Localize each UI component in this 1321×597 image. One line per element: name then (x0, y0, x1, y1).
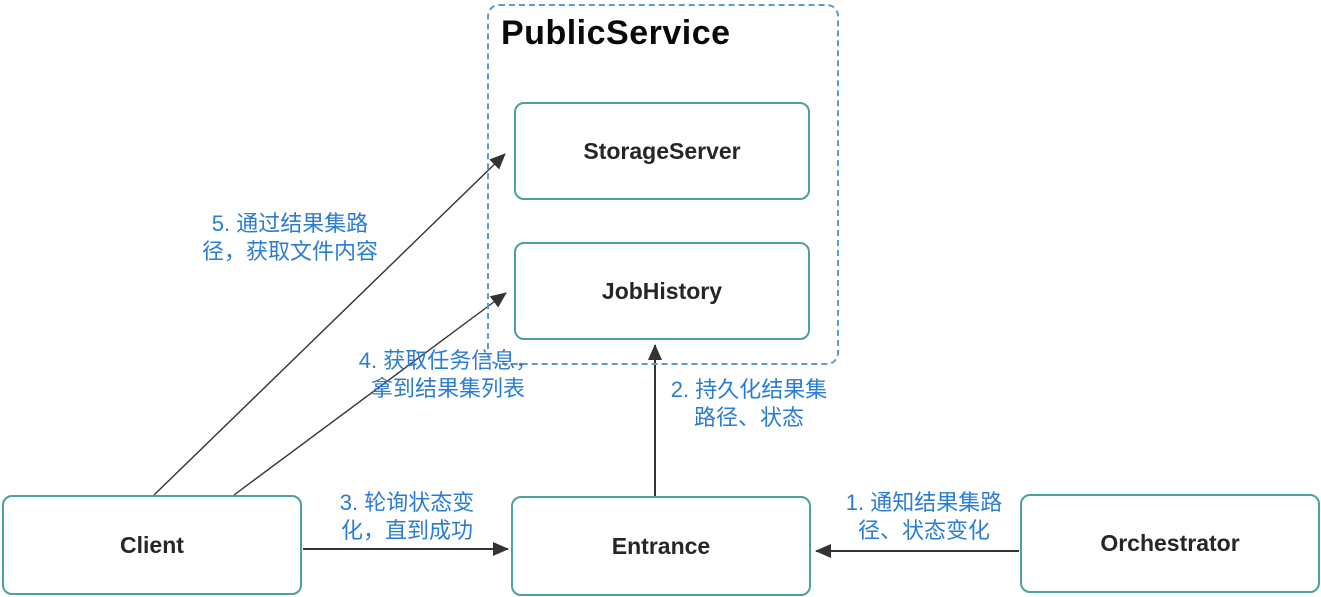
edge-label-1-line2: 径、状态变化 (857, 518, 990, 543)
node-orchestrator: Orchestrator (1020, 494, 1320, 593)
edge-label-1-line1: 1. 通知结果集路 (845, 490, 1003, 515)
node-storageserver: StorageServer (514, 102, 810, 200)
edge-label-3-line1: 3. 轮询状态变 (339, 490, 475, 515)
edge-label-2: 2. 持久化结果集 路径、状态 (661, 376, 837, 432)
edge-label-4-line1: 4. 获取任务信息， (358, 348, 538, 373)
arrow-5-client-to-storageserver (153, 153, 506, 496)
edge-label-1: 1. 通知结果集路 径、状态变化 (833, 489, 1015, 545)
node-entrance: Entrance (511, 496, 811, 596)
node-client: Client (2, 495, 302, 595)
edge-label-5-line2: 径，获取文件内容 (201, 239, 378, 264)
edge-label-2-line1: 2. 持久化结果集 (670, 377, 828, 402)
node-jobhistory: JobHistory (514, 242, 810, 340)
client-label: Client (120, 531, 184, 558)
edge-label-3: 3. 轮询状态变 化，直到成功 (330, 489, 484, 545)
edge-label-3-line2: 化，直到成功 (340, 518, 473, 543)
publicservice-container: PublicService (487, 4, 839, 365)
entrance-label: Entrance (611, 532, 711, 559)
storageserver-label: StorageServer (583, 137, 741, 164)
edge-label-2-line2: 路径、状态 (693, 405, 804, 430)
orchestrator-label: Orchestrator (1100, 530, 1240, 556)
edge-label-4: 4. 获取任务信息， 拿到结果集列表 (352, 347, 544, 403)
jobhistory-label: JobHistory (601, 277, 723, 304)
edge-label-5-line1: 5. 通过结果集路 (211, 211, 369, 236)
edge-label-5: 5. 通过结果集路 径，获取文件内容 (186, 210, 394, 266)
edge-label-4-line2: 拿到结果集列表 (370, 376, 525, 401)
publicservice-title: PublicService (501, 14, 731, 52)
